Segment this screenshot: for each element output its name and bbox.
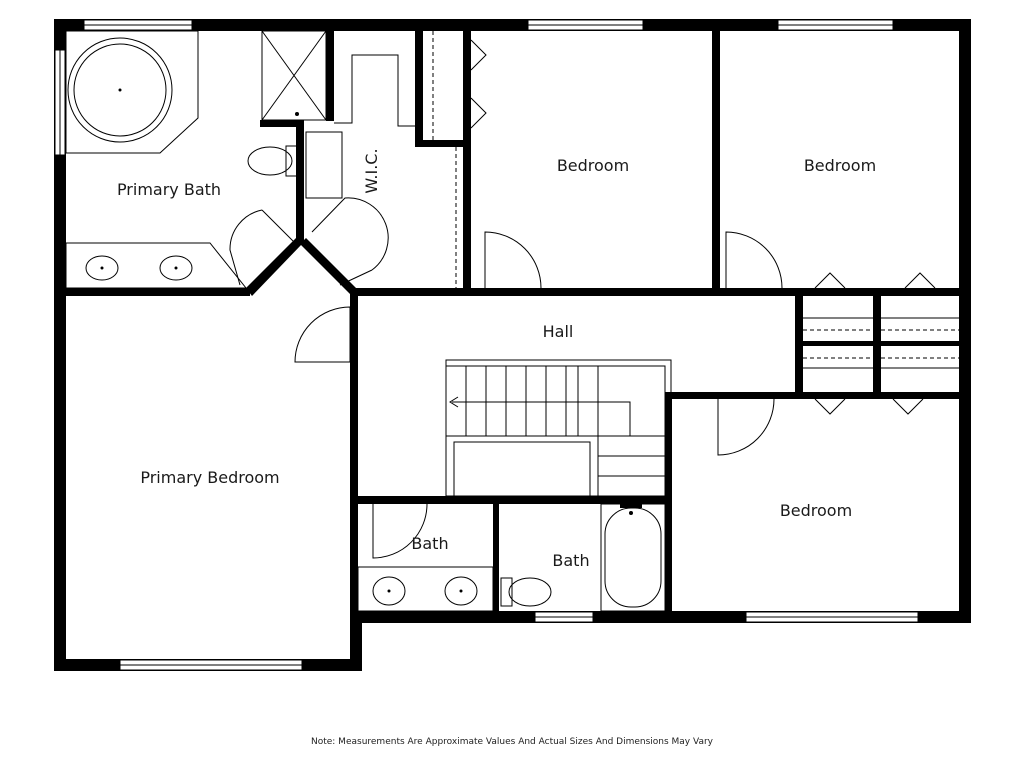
bathtub [600,503,666,612]
label-bath-1: Bath [411,534,448,553]
bath1-vanity [357,566,494,612]
bath2-toilet [500,577,552,607]
room-labels: Primary Bath W.I.C. Bedroom Bedroom Hall… [117,148,876,570]
disclaimer-note: Note: Measurements Are Approximate Value… [310,737,713,747]
label-bedroom-3: Bedroom [780,501,852,520]
label-wic: W.I.C. [362,148,381,193]
stair-treads [465,366,665,496]
label-bedroom-2: Bedroom [804,156,876,175]
interior-walls [54,31,971,623]
label-primary-bedroom: Primary Bedroom [140,468,279,487]
shower [261,30,327,121]
label-bath-2: Bath [552,551,589,570]
doors [229,39,936,559]
label-bedroom-1: Bedroom [557,156,629,175]
label-primary-bath: Primary Bath [117,180,221,199]
label-hall: Hall [543,322,574,341]
closet-shelving [305,31,457,288]
double-vanity [65,242,248,289]
toilet [247,145,299,177]
corner-tub [65,30,199,154]
windows [54,19,919,671]
staircase [445,359,672,497]
linen-shelves [803,317,959,369]
